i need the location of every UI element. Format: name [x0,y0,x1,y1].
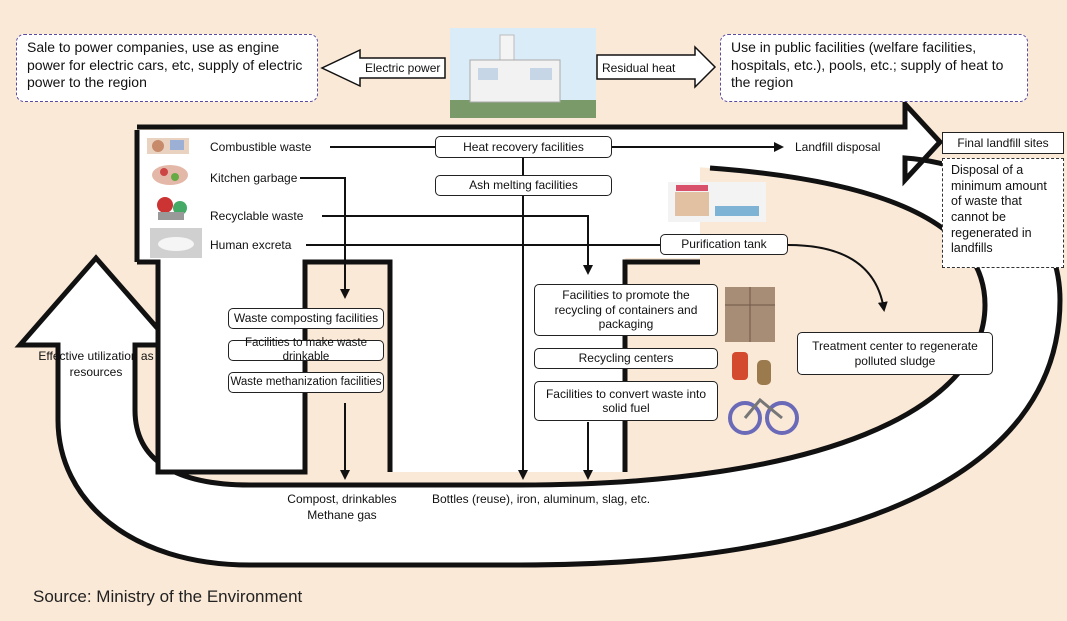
human-excreta-label: Human excreta [210,238,292,252]
combustible-waste-picture [147,138,189,154]
recycling-centers-box: Recycling centers [534,348,718,369]
recyclable-waste-label: Recyclable waste [210,209,304,223]
purification-tank-box: Purification tank [660,234,788,255]
line-recyclable [322,215,593,275]
effective-utilization-label: Effective utilization as resources [38,349,154,379]
residual-heat-label: Residual heat [602,61,676,75]
electric-use-box: Sale to power companies, use as engine p… [16,34,318,102]
methanization-box: Waste methanization facilities [228,372,384,393]
sludge-treatment-box: Treatment center to regenerate polluted … [797,332,993,375]
purification-plant-picture [668,182,766,222]
line-kitchen [300,177,350,299]
combustible-waste-label: Combustible waste [210,140,312,154]
heat-use-box: Use in public facilities (welfare facili… [720,34,1028,102]
heat-recovery-box: Heat recovery facilities [435,136,612,158]
bottles-picture [732,352,771,385]
methane-output-label: Methane gas [307,508,377,522]
containers-box: Facilities to promote the recycling of c… [534,284,718,336]
composting-box: Waste composting facilities [228,308,384,329]
source-caption: Source: Ministry of the Environment [33,587,303,606]
human-excreta-picture [150,228,202,258]
bicycle-picture [728,397,799,435]
line-purification-sludge [787,244,888,312]
final-landfill-box: Final landfill sites [942,132,1064,154]
compost-output-label: Compost, drinkables [287,492,397,506]
recyclable-waste-picture [157,197,187,220]
solid-fuel-box: Facilities to convert waste into solid f… [534,381,718,421]
bottles-output-label: Bottles (reuse), iron, aluminum, slag, e… [432,492,651,506]
electric-power-arrow [320,48,446,88]
drinkable-box: Facilities to make waste drinkable [228,337,384,363]
electric-power-label: Electric power [365,61,441,75]
packaging-box-picture [725,287,775,342]
ash-melting-box: Ash melting facilities [435,175,612,196]
residual-heat-arrow [596,45,717,89]
kitchen-garbage-label: Kitchen garbage [210,171,298,185]
recycling-loop-arrow [14,97,1063,568]
incinerator-plant-photo [450,28,596,118]
landfill-disposal-label: Landfill disposal [795,140,881,154]
landfill-note-box: Disposal of a minimum amount of waste th… [942,158,1064,268]
kitchen-garbage-picture [152,165,188,185]
